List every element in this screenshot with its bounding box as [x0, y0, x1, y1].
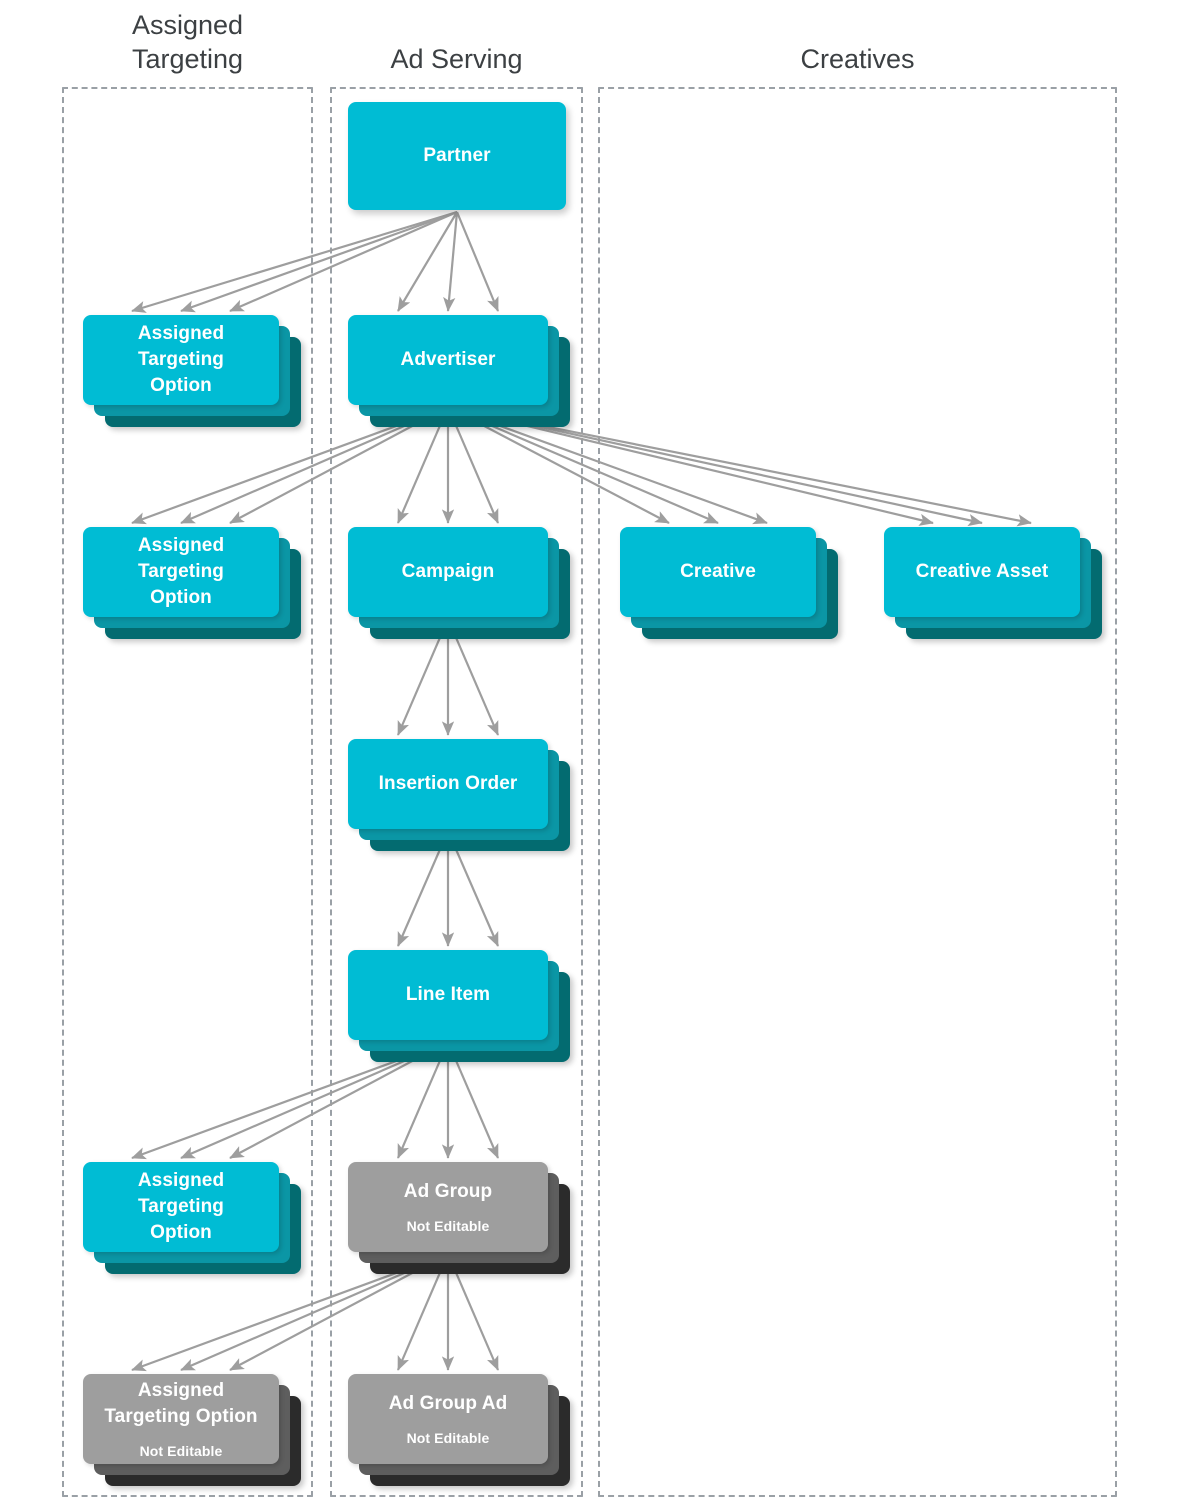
node-label: Ad Group Ad Not Editable: [348, 1374, 548, 1464]
node-card-face: Campaign: [348, 527, 548, 617]
node-card-face: Creative Asset: [884, 527, 1080, 617]
node-title: Creative: [680, 561, 756, 582]
node-title: Partner: [423, 145, 491, 166]
node-title: Assigned Targeting Option: [104, 1380, 258, 1427]
node-card-face: Advertiser: [348, 315, 548, 405]
node-title: Creative Asset: [915, 561, 1049, 582]
node-title: Ad Group: [403, 1181, 493, 1202]
node-creative[interactable]: Creative: [620, 527, 838, 639]
column-title-assigned-targeting: Assigned Targeting: [131, 10, 244, 74]
node-assigned-targeting-option-advertiser[interactable]: Assigned Targeting Option: [83, 527, 301, 639]
node-advertiser[interactable]: Advertiser: [348, 315, 570, 427]
node-assigned-targeting-option-line-item[interactable]: Assigned Targeting Option: [83, 1162, 301, 1274]
node-insertion-order[interactable]: Insertion Order: [348, 739, 570, 851]
node-card-face: Partner: [348, 102, 566, 210]
node-label: Insertion Order: [348, 739, 548, 829]
node-title: Assigned Targeting Option: [137, 1170, 225, 1243]
node-card-face: Ad Group Ad Not Editable: [348, 1374, 548, 1464]
node-creative-asset[interactable]: Creative Asset: [884, 527, 1102, 639]
node-partner[interactable]: Partner: [348, 102, 566, 210]
node-label: Assigned Targeting Option: [83, 527, 279, 617]
node-title: Line Item: [405, 984, 491, 1005]
node-label: Assigned Targeting Option: [83, 1162, 279, 1252]
node-label: Partner: [348, 102, 566, 210]
column-group-assigned-targeting: [62, 87, 313, 1497]
node-title: Assigned Targeting Option: [137, 535, 225, 608]
node-label: Creative Asset: [884, 527, 1080, 617]
node-assigned-targeting-option-partner[interactable]: Assigned Targeting Option: [83, 315, 301, 427]
node-card-face: Creative: [620, 527, 816, 617]
node-title: Campaign: [401, 561, 495, 582]
node-title: Insertion Order: [378, 773, 518, 794]
node-subtitle-not-editable: Not Editable: [139, 1443, 223, 1459]
column-group-ad-serving: [330, 87, 583, 1497]
node-title: Ad Group Ad: [388, 1393, 508, 1414]
node-subtitle-not-editable: Not Editable: [406, 1218, 490, 1234]
node-subtitle-not-editable: Not Editable: [406, 1430, 490, 1446]
node-label: Assigned Targeting Option: [83, 315, 279, 405]
node-title: Advertiser: [400, 349, 496, 370]
node-campaign[interactable]: Campaign: [348, 527, 570, 639]
node-card-face: Line Item: [348, 950, 548, 1040]
node-line-item[interactable]: Line Item: [348, 950, 570, 1062]
node-label: Creative: [620, 527, 816, 617]
node-label: Campaign: [348, 527, 548, 617]
node-label: Advertiser: [348, 315, 548, 405]
node-ad-group-ad[interactable]: Ad Group Ad Not Editable: [348, 1374, 570, 1486]
node-title: Assigned Targeting Option: [137, 323, 225, 396]
node-label: Line Item: [348, 950, 548, 1040]
column-title-ad-serving: Ad Serving: [390, 44, 523, 74]
column-title-creatives: Creatives: [800, 44, 915, 74]
node-card-face: Assigned Targeting Option: [83, 527, 279, 617]
column-group-creatives: [598, 87, 1117, 1497]
node-card-face: Insertion Order: [348, 739, 548, 829]
node-card-face: Assigned Targeting Option: [83, 1162, 279, 1252]
node-card-face: Assigned Targeting Option: [83, 315, 279, 405]
